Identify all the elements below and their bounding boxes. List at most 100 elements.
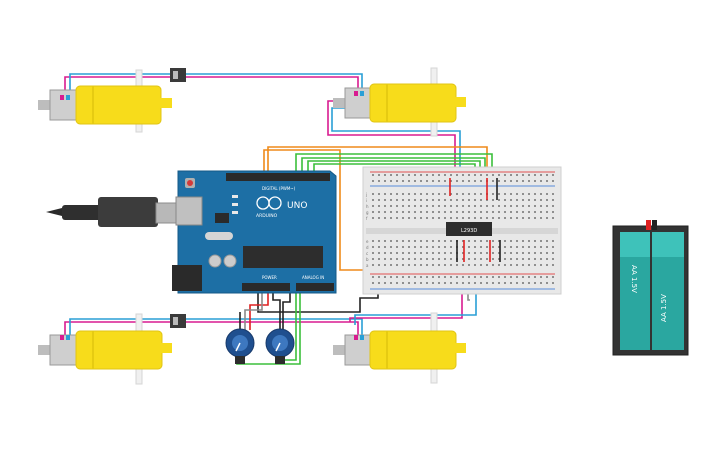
breadboard-hole — [528, 240, 530, 242]
breadboard-hole — [498, 246, 500, 248]
breadboard-hole — [456, 193, 458, 195]
breadboard-hole — [534, 246, 536, 248]
breadboard-hole — [480, 240, 482, 242]
analog-header[interactable] — [296, 283, 334, 291]
breadboard-hole — [438, 246, 440, 248]
potentiometer-2[interactable] — [265, 328, 295, 364]
breadboard-hole — [456, 205, 458, 207]
wire-top-pink — [64, 76, 359, 95]
breadboard-hole — [522, 217, 524, 219]
breadboard-hole — [432, 211, 434, 213]
breadboard-hole — [456, 174, 458, 176]
breadboard-hole — [402, 211, 404, 213]
breadboard-hole — [432, 258, 434, 260]
breadboard-hole — [546, 240, 548, 242]
breadboard-hole — [516, 174, 518, 176]
breadboard-hole — [522, 211, 524, 213]
breadboard-hole — [420, 282, 422, 284]
svg-text:j: j — [365, 192, 367, 197]
power-header[interactable] — [242, 283, 290, 291]
breadboard-hole — [528, 258, 530, 260]
usb-cable[interactable] — [46, 197, 183, 227]
breadboard-hole — [528, 205, 530, 207]
breadboard-hole — [396, 276, 398, 278]
breadboard-hole — [516, 180, 518, 182]
breadboard-hole — [528, 246, 530, 248]
switch-top[interactable] — [170, 68, 186, 82]
breadboard-hole — [456, 276, 458, 278]
arduino-uno[interactable]: ARDUINO UNO DIGITAL (PWM~) POWER ANALOG … — [172, 170, 337, 294]
breadboard-hole — [486, 217, 488, 219]
breadboard-hole — [474, 180, 476, 182]
breadboard-hole — [396, 240, 398, 242]
breadboard-hole — [480, 174, 482, 176]
breadboard-hole — [510, 217, 512, 219]
breadboard-hole — [450, 180, 452, 182]
svg-text:c: c — [366, 251, 368, 256]
breadboard-hole — [378, 276, 380, 278]
breadboard-hole — [414, 199, 416, 201]
breadboard-hole — [426, 217, 428, 219]
breadboard-hole — [438, 211, 440, 213]
breadboard-hole — [414, 252, 416, 254]
battery-pack[interactable]: AA 1.5V AA 1.5V — [612, 220, 689, 356]
atmega-chip — [243, 246, 323, 268]
breadboard-hole — [492, 205, 494, 207]
wire-pot-red — [249, 290, 269, 330]
svg-text:d: d — [366, 245, 369, 250]
breadboard-hole — [486, 258, 488, 260]
breadboard-hole — [396, 246, 398, 248]
breadboard-hole — [396, 199, 398, 201]
breadboard-hole — [420, 258, 422, 260]
breadboard-hole — [498, 282, 500, 284]
breadboard-hole — [450, 258, 452, 260]
motor-bottom-left[interactable] — [38, 313, 172, 385]
breadboard-hole — [414, 193, 416, 195]
breadboard-hole — [534, 276, 536, 278]
breadboard-hole — [396, 217, 398, 219]
breadboard-hole — [504, 264, 506, 266]
digital-header[interactable] — [226, 173, 330, 181]
breadboard-hole — [462, 193, 464, 195]
breadboard-hole — [498, 217, 500, 219]
breadboard-hole — [420, 180, 422, 182]
breadboard-hole — [504, 199, 506, 201]
breadboard-hole — [390, 240, 392, 242]
motor-bottom-right[interactable] — [333, 312, 466, 384]
breadboard-hole — [402, 246, 404, 248]
breadboard-hole — [480, 282, 482, 284]
motor-top-right[interactable] — [333, 67, 466, 137]
breadboard-hole — [450, 199, 452, 201]
breadboard-hole — [510, 180, 512, 182]
breadboard-hole — [510, 240, 512, 242]
battery-cell-1-label: AA 1.5V — [630, 265, 638, 293]
motor-top-left[interactable] — [38, 69, 172, 133]
switch-bottom[interactable] — [170, 314, 186, 328]
breadboard-hole — [372, 246, 374, 248]
breadboard-hole — [552, 264, 554, 266]
breadboard-hole — [486, 282, 488, 284]
breadboard-hole — [402, 240, 404, 242]
breadboard-hole — [546, 276, 548, 278]
breadboard-hole — [498, 264, 500, 266]
breadboard-hole — [510, 264, 512, 266]
breadboard-hole — [456, 180, 458, 182]
breadboard-hole — [426, 282, 428, 284]
l293d-chip[interactable]: L293D — [446, 222, 492, 236]
breadboard-hole — [540, 193, 542, 195]
breadboard-hole — [498, 258, 500, 260]
breadboard-hole — [528, 264, 530, 266]
breadboard-hole — [438, 258, 440, 260]
breadboard-hole — [522, 264, 524, 266]
breadboard-hole — [504, 211, 506, 213]
breadboard-hole — [552, 282, 554, 284]
breadboard-hole — [492, 193, 494, 195]
breadboard-hole — [468, 264, 470, 266]
breadboard-hole — [420, 276, 422, 278]
breadboard-hole — [504, 282, 506, 284]
breadboard-hole — [480, 205, 482, 207]
breadboard-hole — [420, 199, 422, 201]
breadboard-hole — [408, 276, 410, 278]
potentiometer-1[interactable] — [225, 328, 255, 364]
breadboard-hole — [492, 180, 494, 182]
